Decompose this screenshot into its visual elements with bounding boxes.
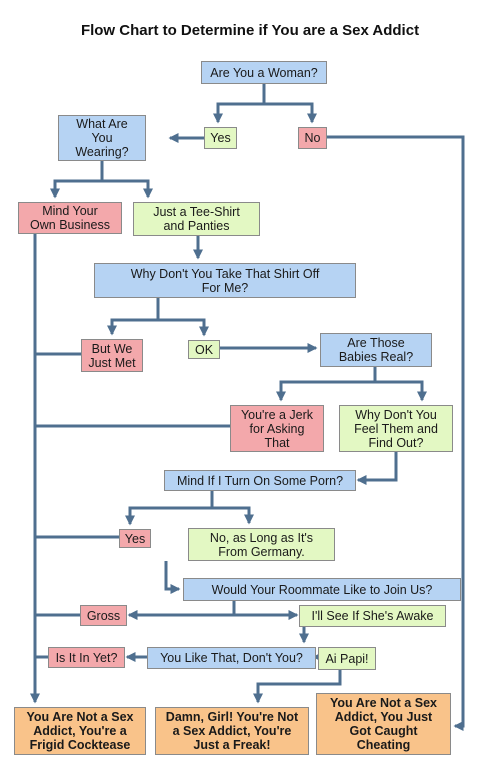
node-you-like-that: You Like That, Don't You? xyxy=(147,647,316,669)
line-wearing-mind xyxy=(49,161,104,199)
node-ok: OK xyxy=(188,340,220,359)
line-shirtoff-justmet xyxy=(106,298,160,336)
node-yes-woman: Yes xyxy=(204,127,237,149)
node-ill-see-if-shes-awake: I'll See If She's Awake xyxy=(299,605,446,627)
line-porn-germany xyxy=(212,506,255,525)
node-are-those-babies-real: Are Those Babies Real? xyxy=(320,333,432,367)
line-woman-yes xyxy=(212,84,266,124)
node-just-a-tee-shirt: Just a Tee-Shirt and Panties xyxy=(133,202,260,236)
node-gross: Gross xyxy=(80,605,127,626)
line-shirtoff-ok xyxy=(158,318,210,337)
node-youre-a-jerk: You're a Jerk for Asking That xyxy=(230,405,324,452)
node-from-germany: No, as Long as It's From Germany. xyxy=(188,528,335,561)
node-yes-porn: Yes xyxy=(119,529,151,548)
line-aipapi-freak xyxy=(252,670,342,704)
node-roommate: Would Your Roommate Like to Join Us? xyxy=(183,578,461,601)
line-babies-jerk xyxy=(275,367,377,402)
node-mind-your-own-business: Mind Your Own Business xyxy=(18,202,122,234)
node-are-you-a-woman: Are You a Woman? xyxy=(201,61,327,84)
node-is-it-in-yet: Is It In Yet? xyxy=(48,647,125,668)
node-feel-them: Why Don't You Feel Them and Find Out? xyxy=(339,405,453,452)
node-take-shirt-off: Why Don't You Take That Shirt Off For Me… xyxy=(94,263,356,298)
line-wearing-tee xyxy=(102,179,154,199)
line-babies-feel xyxy=(375,380,428,402)
line-porn-yes2 xyxy=(124,491,214,526)
result-got-caught-cheating: You Are Not a Sex Addict, You Just Got C… xyxy=(316,693,451,755)
node-porn: Mind If I Turn On Some Porn? xyxy=(164,470,356,491)
page-title: Flow Chart to Determine if You are a Sex… xyxy=(80,22,420,39)
result-frigid-cocktease: You Are Not a Sex Addict, You're a Frigi… xyxy=(14,707,146,755)
result-just-a-freak: Damn, Girl! You're Not a Sex Addict, You… xyxy=(155,707,309,755)
line-feel-porn xyxy=(356,452,398,486)
line-roommate-gross xyxy=(127,601,236,621)
node-what-are-you-wearing: What Are You Wearing? xyxy=(58,115,146,161)
line-no-cheating xyxy=(327,135,465,732)
node-ai-papi: Ai Papi! xyxy=(318,647,376,670)
node-but-we-just-met: But We Just Met xyxy=(81,339,143,372)
line-woman-no xyxy=(264,102,318,124)
node-no-woman: No xyxy=(298,127,327,149)
line-germany-roommate xyxy=(164,561,181,595)
